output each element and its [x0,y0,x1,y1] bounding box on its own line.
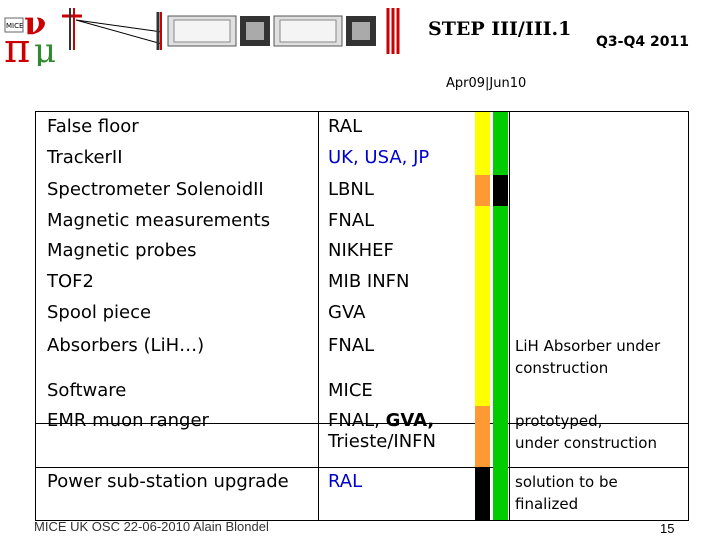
table-row: TOF2 MIB INFN [36,271,688,298]
status-indicator-green [493,112,508,143]
item-name: EMR muon ranger [47,410,209,431]
table-row: Magnetic probes NIKHEF [36,240,688,267]
note-line: construction [515,359,609,377]
institute-line: RAL [328,471,363,492]
institute-cell: MIB INFN [328,271,410,292]
note-cell: solution to be finalized [515,471,618,515]
institute-line: Trieste/INFN [328,431,436,452]
institute-cell: FNAL [328,335,374,356]
item-name: Magnetic probes [47,240,197,261]
table-row: Absorbers (LiH…) FNAL LiH Absorber under co… [36,335,688,379]
institute-cell: NIKHEF [328,240,394,261]
status-indicator-green [493,298,508,331]
item-name: Absorbers (LiH…) [47,335,205,356]
status-indicator-green [493,143,508,175]
svg-text:π: π [4,26,30,66]
institute-cell: GVA [328,302,365,323]
institute-cell: FNAL, GVA,Trieste/INFN [328,410,436,452]
table-row: Magnetic measurements FNAL [36,210,688,236]
svg-text:ν: ν [24,4,46,42]
item-name: Power sub-station upgrade [47,471,289,492]
item-name: Software [47,380,127,401]
beamline-diagram [62,6,422,56]
item-name: Spool piece [47,302,152,323]
note-line: prototyped, [515,412,603,430]
institute-line: GVA [328,302,366,323]
row-divider [36,423,688,424]
institute-line: MIB INFN [328,271,410,292]
status-indicator-green [493,206,508,236]
logo-text: MICE [6,22,23,30]
institute-cell: MICE [328,380,373,401]
institute-line: NIKHEF [328,240,394,261]
status-indicator-yellow [475,112,490,143]
page-number: 15 [660,521,675,536]
status-indicator-yellow [475,236,490,267]
table-row: Spool piece GVA [36,302,688,331]
table-row: False floor RAL [36,116,688,143]
table-row: Power sub-station upgrade RAL solution to … [36,471,688,520]
table-row: Spectrometer SolenoidII LBNL [36,179,688,206]
status-indicator-orange [475,175,490,206]
svg-text:μ: μ [34,31,56,66]
status-indicator-yellow [475,143,490,175]
status-indicator-orange [475,406,490,467]
column-divider [318,112,319,520]
table-row: TrackerII UK, USA, JP [36,147,688,175]
status-indicator-green [493,267,508,298]
status-indicator-yellow [475,376,490,406]
institute-line: MICE [328,380,373,401]
status-indicator-black [493,175,508,206]
status-indicator-green [493,236,508,267]
institute-cell: LBNL [328,179,374,200]
note-cell: LiH Absorber under construction [515,335,660,379]
column-divider [509,112,510,520]
institute-line: FNAL [328,335,375,356]
note-line: finalized [515,495,579,513]
institute-cell: RAL [328,471,362,492]
institute-line: UK, USA, JP [328,147,430,168]
footer-text: MICE UK OSC 22-06-2010 Alain Blondel [34,519,269,534]
note-cell: prototyped, under construction [515,410,657,454]
row-divider [36,467,688,468]
note-line: solution to be [515,473,618,491]
status-indicator-yellow [475,298,490,331]
institute-line: FNAL [328,210,375,231]
institute-cell: RAL [328,116,362,137]
status-indicator-yellow [475,267,490,298]
mice-logo: ν π μ MICE [4,4,62,72]
item-name: False floor [47,116,139,137]
note-line: LiH Absorber under [515,337,661,355]
item-name: TOF2 [47,271,94,292]
item-name: Spectrometer SolenoidII [47,179,264,200]
item-name: Magnetic measurements [47,210,271,231]
institute-line: LBNL [328,179,374,200]
status-indicator-yellow [475,206,490,236]
institute-line: FNAL, GVA, [328,410,435,431]
status-indicator-green [493,467,508,520]
note-line: under construction [515,434,657,452]
item-name: TrackerII [47,147,123,168]
status-indicator-green [493,331,508,376]
institute-cell: FNAL [328,210,374,231]
date-range-label: Apr09|Jun10 [446,76,527,91]
table-row: Software MICE [36,380,688,406]
slide-title: STEP III/III.1 [428,18,572,40]
status-indicator-green [493,376,508,406]
period-label: Q3-Q4 2011 [596,34,689,50]
status-indicator-green [493,406,508,467]
institute-cell: UK, USA, JP [328,147,429,168]
table-row: EMR muon ranger FNAL, GVA,Trieste/INFN pro… [36,410,688,467]
status-indicator-black [475,467,490,520]
institute-line: RAL [328,116,363,137]
status-indicator-yellow [475,331,490,376]
